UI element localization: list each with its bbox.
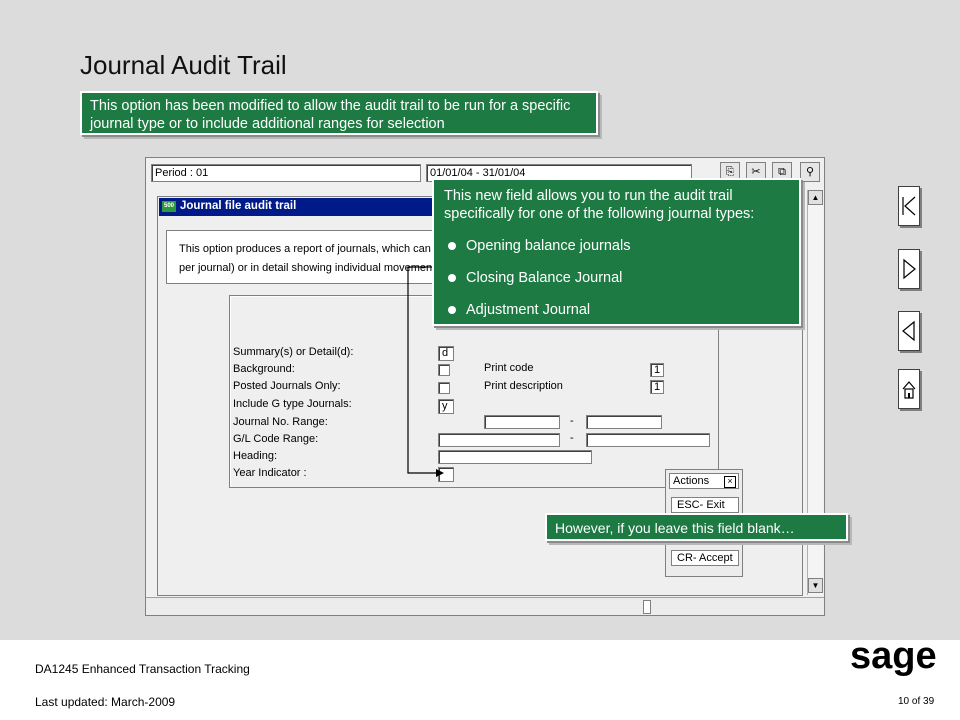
actions-header: Actions × bbox=[669, 473, 739, 489]
page-number: 10 of 39 bbox=[898, 696, 935, 707]
print-code-label: Print code bbox=[484, 362, 534, 374]
gl-range-to-input[interactable] bbox=[586, 433, 710, 447]
previous-slide-button[interactable] bbox=[898, 311, 920, 351]
accept-button[interactable]: CR- Accept bbox=[671, 550, 739, 566]
status-indicator bbox=[643, 600, 651, 614]
actions-title: Actions bbox=[673, 475, 710, 487]
journal-type-callout: This new field allows you to run the aud… bbox=[432, 178, 801, 326]
first-slide-icon bbox=[902, 196, 916, 216]
journal-range-from-input[interactable] bbox=[484, 415, 560, 429]
home-icon bbox=[902, 381, 916, 399]
journal-range-separator: - bbox=[570, 415, 574, 427]
home-button[interactable] bbox=[898, 369, 920, 409]
scroll-down-icon[interactable]: ▼ bbox=[808, 578, 823, 593]
print-description-label: Print description bbox=[484, 380, 563, 392]
window-title-bar: 500 Journal file audit trail bbox=[159, 198, 449, 216]
include-g-input[interactable]: y bbox=[438, 399, 454, 414]
gl-range-label: G/L Code Range: bbox=[233, 433, 319, 445]
next-slide-button[interactable] bbox=[898, 249, 920, 289]
print-code-input[interactable]: 1 bbox=[650, 363, 664, 377]
description-line-1: This option produces a report of journal… bbox=[179, 243, 441, 255]
journal-type-bullet-3: Adjustment Journal bbox=[444, 301, 791, 319]
close-icon[interactable]: × bbox=[724, 476, 736, 488]
posted-only-checkbox[interactable] bbox=[438, 382, 450, 394]
gl-range-separator: - bbox=[570, 432, 574, 444]
vertical-scrollbar[interactable]: ▲ ▼ bbox=[807, 190, 823, 595]
last-updated: Last updated: March-2009 bbox=[35, 695, 176, 709]
gl-range-from-input[interactable] bbox=[438, 433, 560, 447]
sage-logo-text: sage bbox=[850, 638, 937, 677]
bullet-text: Opening balance journals bbox=[466, 238, 631, 254]
bullet-icon bbox=[448, 274, 456, 282]
background-checkbox[interactable] bbox=[438, 364, 450, 376]
summary-detail-input[interactable]: d bbox=[438, 346, 454, 361]
bullet-text: Closing Balance Journal bbox=[466, 270, 623, 286]
scroll-up-icon[interactable]: ▲ bbox=[808, 190, 823, 205]
course-code: DA1245 Enhanced Transaction Tracking bbox=[35, 662, 250, 676]
period-field[interactable]: Period : 01 bbox=[151, 164, 421, 182]
next-slide-icon bbox=[903, 258, 916, 280]
description-box: This option produces a report of journal… bbox=[166, 230, 456, 284]
sage-logo: sage bbox=[850, 638, 937, 677]
background-label: Background: bbox=[233, 363, 295, 375]
intro-callout: This option has been modified to allow t… bbox=[80, 91, 598, 135]
journal-type-bullet-2: Closing Balance Journal bbox=[444, 269, 791, 287]
binoculars-icon[interactable]: ⚲ bbox=[800, 162, 820, 182]
journal-type-callout-heading: This new field allows you to run the aud… bbox=[444, 188, 755, 222]
blank-field-callout: However, if you leave this field blank… bbox=[545, 513, 848, 541]
bullet-icon bbox=[448, 306, 456, 314]
print-description-input[interactable]: 1 bbox=[650, 380, 664, 394]
window-badge: 500 bbox=[162, 201, 176, 212]
first-slide-button[interactable] bbox=[898, 186, 920, 226]
description-line-2: per journal) or in detail showing indivi… bbox=[179, 262, 444, 274]
include-g-label: Include G type Journals: bbox=[233, 398, 352, 410]
heading-label: Heading: bbox=[233, 450, 278, 462]
bullet-icon bbox=[448, 242, 456, 250]
journal-range-to-input[interactable] bbox=[586, 415, 662, 429]
status-bar bbox=[146, 597, 824, 615]
window-title: Journal file audit trail bbox=[180, 200, 297, 212]
year-indicator-label: Year Indicator : bbox=[233, 467, 307, 479]
slide-title: Journal Audit Trail bbox=[80, 50, 287, 80]
callout-connector-arrow bbox=[407, 266, 444, 477]
exit-button[interactable]: ESC- Exit bbox=[671, 497, 739, 513]
journal-range-label: Journal No. Range: bbox=[233, 416, 328, 428]
previous-slide-icon bbox=[902, 320, 915, 342]
heading-input[interactable] bbox=[438, 450, 592, 464]
posted-only-label: Posted Journals Only: bbox=[233, 380, 341, 392]
summary-detail-label: Summary(s) or Detail(d): bbox=[233, 346, 354, 358]
bullet-text: Adjustment Journal bbox=[466, 302, 591, 318]
journal-type-bullet-1: Opening balance journals bbox=[444, 237, 791, 255]
